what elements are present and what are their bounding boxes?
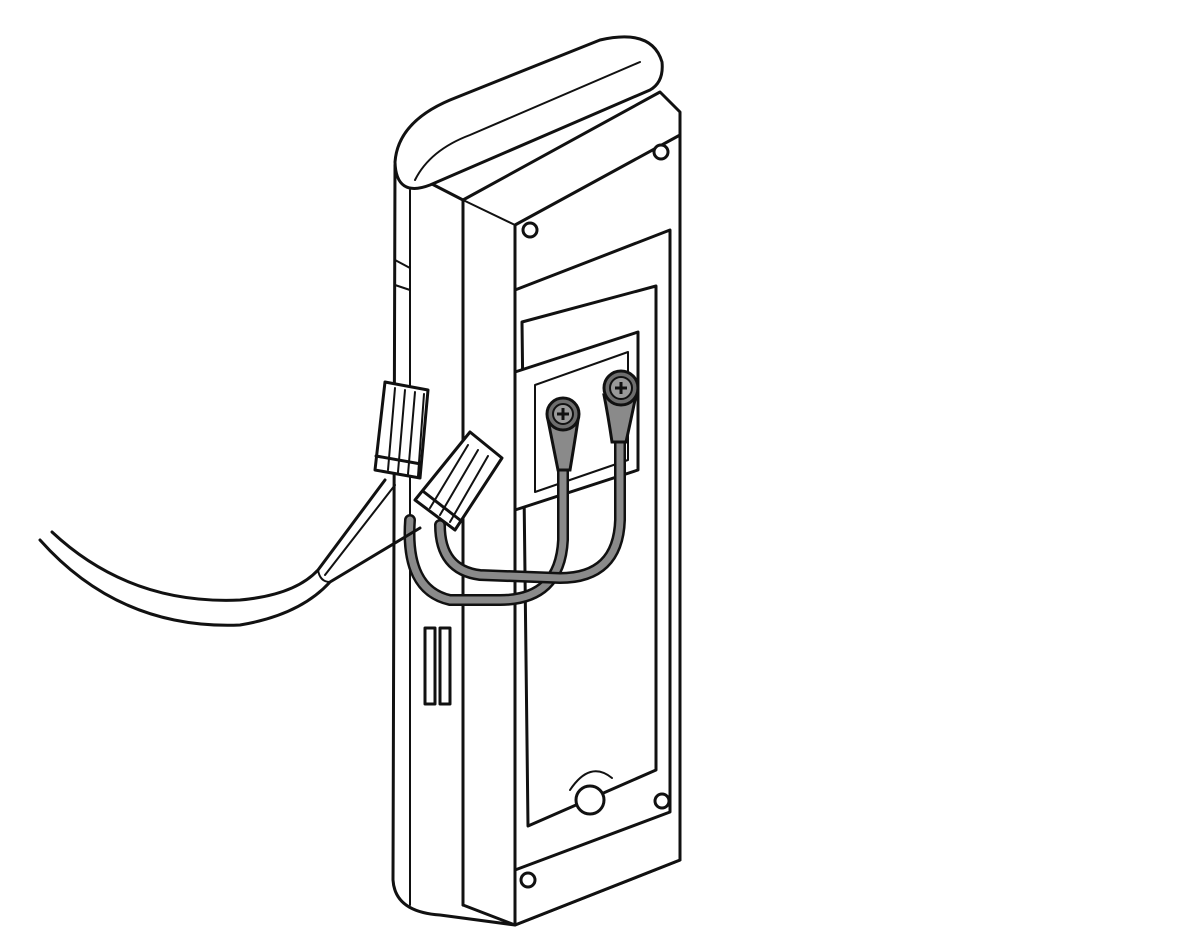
panel-edge [462,199,516,226]
plate-knob [574,784,606,816]
wire-nut-lower [413,430,504,532]
terminal-lug-left [546,418,580,472]
cable-outer-lower [38,526,422,627]
top-cap-edge [414,61,641,181]
mounting-hole-bottom-right [653,792,671,810]
wire-nut-upper [373,380,430,480]
mounting-hole-top-left [521,221,539,239]
body-side-notch [394,259,411,291]
plus-icon [615,382,627,394]
top-cap [393,35,664,190]
mounting-hole-top-right [652,143,670,161]
cable-outer-upper [50,478,387,602]
plate-bottom-arc [569,770,613,791]
plus-icon [557,408,569,420]
terminal-recess-inner [534,351,629,493]
vent-slot [438,626,452,706]
vent-slot [423,626,437,706]
cable-split [317,484,396,583]
terminal-lug-right [602,393,638,444]
mounting-hole-bottom-left [519,871,537,889]
